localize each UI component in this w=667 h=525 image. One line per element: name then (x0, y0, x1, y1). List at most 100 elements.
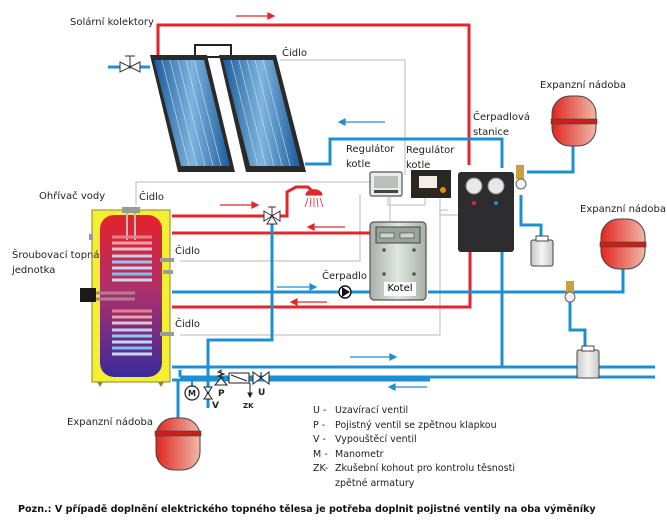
label-sensor-tank-low: Čidlo (175, 319, 201, 330)
label-regulator-1-line2: kotle (346, 159, 371, 170)
drain-canister-right (576, 345, 600, 379)
heating-element (80, 288, 135, 302)
station-safety-group (515, 165, 527, 190)
legend-key: U - (313, 405, 327, 416)
manometer-right-icon (564, 291, 576, 303)
label-expansion-vessel-right: Expanzní nádoba (580, 204, 667, 215)
label-boiler-regulator-1: Regulátor kotle (346, 142, 394, 172)
manometer-icon (515, 178, 527, 190)
wire-tank-mid-sensor (180, 195, 361, 262)
collector-connector (194, 44, 232, 58)
label-pump-station-line2: stanice (473, 127, 510, 138)
tank-top-sensor-cap (122, 207, 140, 213)
legend-text: Uzavírací ventil (335, 405, 409, 416)
arrow-tank-outlet (220, 201, 260, 209)
label-pump-station-line1: Čerpadlová (473, 112, 531, 123)
side-port (89, 234, 93, 240)
station-safety-drain (519, 195, 543, 240)
collector-panel-right (219, 55, 306, 172)
collector-panel-left (150, 55, 235, 172)
legend-text: Vypouštěcí ventil (335, 434, 417, 445)
check-valve-icon[interactable] (228, 372, 250, 384)
collector-hot-supply (156, 23, 471, 165)
legend-item: U - Uzavírací ventil (313, 404, 515, 419)
boiler[interactable] (369, 221, 427, 301)
tank-foot-left (97, 382, 103, 387)
wire-collector-sensor (280, 59, 406, 175)
sensor-well-low (160, 332, 174, 336)
legend-text: Manometr (335, 448, 384, 460)
arrow-supply-left (387, 383, 427, 391)
station-return-to-tank (172, 252, 504, 369)
label-regulator-1-line1: Regulátor (346, 144, 395, 155)
vessel-top-line (527, 145, 575, 174)
legend-item: V - Vypouštěcí ventil (313, 433, 515, 448)
label-sensor-tank-mid: Čidlo (175, 246, 201, 257)
legend-key: ZK- (313, 463, 329, 474)
label-expansion-vessel-top: Expanzní nádoba (540, 80, 627, 91)
label-heating-unit-line2: jednotka (12, 265, 56, 276)
test-cock-zk-icon[interactable] (247, 383, 253, 399)
expansion-vessel-top (550, 95, 598, 147)
expansion-vessel-right (599, 218, 647, 270)
legend-key: V - (313, 434, 326, 445)
wire-reg2-to-station (439, 197, 458, 216)
drain-valve-v-icon[interactable] (203, 386, 213, 400)
legend-text: zpětné armatury (335, 477, 415, 489)
label-regulator-2-line1: Regulátor (406, 145, 455, 156)
label-valve-zk: ZK (243, 402, 254, 410)
flow-arrows (220, 12, 427, 391)
label-pump-station: Čerpadlová stanice (473, 110, 530, 140)
solar-collectors (119, 44, 306, 172)
shower-head-icon (304, 189, 324, 208)
mixing-cold-feed (206, 220, 274, 408)
water-heater-tank (80, 207, 174, 387)
right-safety-group (564, 281, 576, 303)
wire-reg1-to-reg2 (387, 197, 426, 206)
right-safety-drain (568, 300, 587, 350)
label-valve-p: P (218, 389, 225, 399)
label-regulator-2-line2: kotle (406, 160, 431, 171)
arrow-station-hot (289, 298, 327, 306)
wire-tank-top-sensor (135, 172, 371, 205)
label-collector-sensor: Čidlo (282, 48, 308, 59)
thermometer-hot-icon (465, 177, 483, 195)
boiler-regulator-1[interactable] (369, 171, 403, 197)
arrow-hot-top (236, 12, 276, 20)
shutoff-valve-u-icon[interactable] (252, 371, 270, 385)
expansion-vessel-bottom (154, 417, 202, 471)
collector-vent-valve-icon[interactable] (119, 55, 141, 73)
label-heating-unit: Šroubovací topná jednotka (12, 248, 100, 278)
sensor-well-mid (160, 258, 174, 262)
label-valve-v: V (212, 401, 219, 411)
legend-item: M - Manometr (313, 448, 515, 463)
pump-station[interactable] (458, 172, 514, 252)
label-heating-unit-line1: Šroubovací topná (12, 250, 100, 261)
label-water-heater: Ohřívač vody (39, 191, 106, 202)
sensor-well-mid2 (163, 270, 173, 274)
safety-valve-p-icon[interactable] (213, 369, 229, 386)
label-valve-u: U (258, 388, 266, 398)
upper-heat-exchanger-coil (112, 235, 152, 282)
legend-item: ZK- Zkušební kohout pro kontrolu těsnosti (313, 462, 515, 477)
legend-text: Zkušební kohout pro kontrolu těsnosti (335, 463, 515, 474)
arrow-boiler-hot (306, 223, 345, 231)
label-solar-collectors: Solární kolektory (70, 17, 154, 28)
legend-item: zpětné armatury (313, 477, 515, 492)
circulation-pump-icon[interactable] (338, 285, 352, 299)
drain-canister-top (530, 235, 554, 267)
collector-return (305, 137, 504, 168)
label-pump: Čerpadlo (322, 271, 367, 282)
legend-text: Pojistný ventil se zpětnou klapkou (335, 419, 497, 431)
boiler-to-vessel-right (428, 268, 625, 294)
lower-heat-exchanger-coil (112, 309, 152, 356)
legend-key: M - (313, 448, 328, 460)
mixing-valve-icon[interactable] (263, 206, 281, 225)
arrow-pump-flow (277, 283, 318, 291)
label-sensor-tank-top: Čidlo (139, 192, 165, 203)
thermometer-cold-icon (487, 177, 505, 195)
valve-legend: U -Uzavírací ventil P -Pojistný ventil s… (313, 404, 515, 491)
boiler-regulator-2[interactable] (411, 170, 451, 198)
footnote: Pozn.: V případě doplnění elektrického t… (18, 504, 596, 515)
